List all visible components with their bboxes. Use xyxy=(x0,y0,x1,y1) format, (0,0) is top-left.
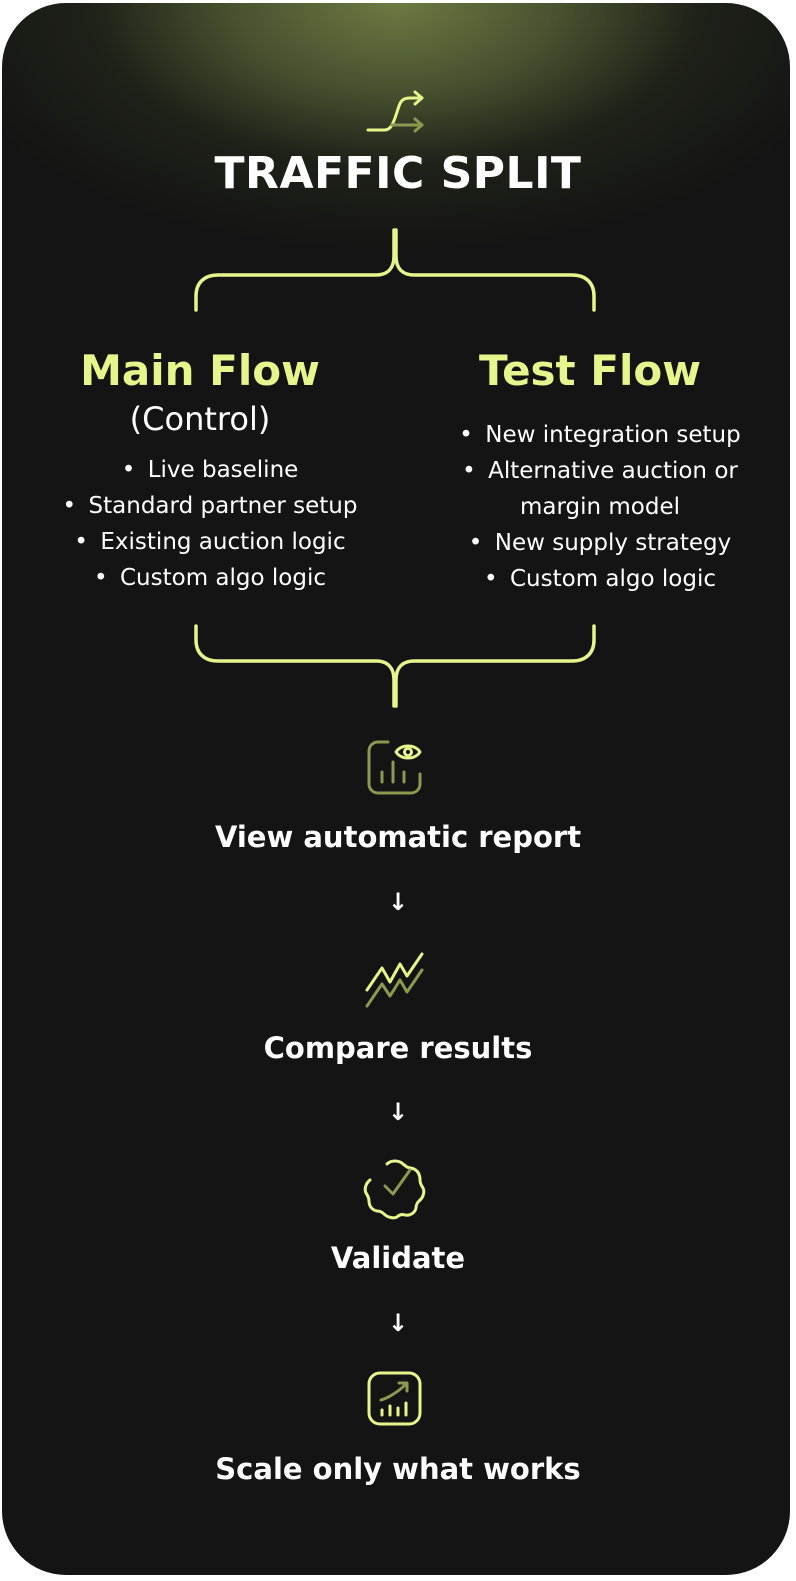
main-flow-subtitle: (Control) xyxy=(129,400,271,438)
compare-lines-icon xyxy=(365,952,424,1008)
step-label-validate: Validate xyxy=(330,1241,466,1275)
bullet-icon: • xyxy=(121,457,136,483)
split-arrow-icon xyxy=(366,90,424,133)
bullet-icon: • xyxy=(459,422,473,448)
report-eye-icon xyxy=(367,740,422,795)
main-flow-list: •Live baseline •Standard partner setup •… xyxy=(20,452,400,596)
bullet-icon: • xyxy=(62,493,77,519)
test-flow-title: Test Flow xyxy=(479,346,701,395)
arrow-down-icon: ↓ xyxy=(387,888,409,916)
step-label-scale: Scale only what works xyxy=(215,1452,581,1486)
test-flow-list: •New integration setup •Alternative auct… xyxy=(410,417,790,597)
bullet-icon: • xyxy=(468,530,483,556)
list-item: •Custom algo logic xyxy=(410,561,790,597)
split-brace-top xyxy=(194,228,596,312)
verified-badge-icon xyxy=(363,1159,426,1220)
list-item: •New integration setup xyxy=(410,417,790,453)
bullet-icon: • xyxy=(94,565,108,591)
list-item: margin model xyxy=(519,494,681,520)
bullet-icon: • xyxy=(462,458,476,484)
growth-chart-icon xyxy=(367,1371,422,1426)
step-label-compare: Compare results xyxy=(263,1031,533,1065)
main-flow-title: Main Flow xyxy=(80,346,320,395)
list-item: •Alternative auction or xyxy=(410,453,790,489)
list-item: •Standard partner setup xyxy=(20,488,400,524)
arrow-down-icon: ↓ xyxy=(387,1098,409,1126)
page-title: TRAFFIC SPLIT xyxy=(214,148,582,199)
list-item: •New supply strategy xyxy=(410,525,790,561)
bullet-icon: • xyxy=(74,529,88,555)
list-item: •Live baseline xyxy=(20,452,400,488)
merge-brace-bottom xyxy=(194,624,596,708)
list-item: •Existing auction logic xyxy=(20,524,400,560)
step-label-report: View automatic report xyxy=(214,820,582,854)
list-item: •Custom algo logic xyxy=(20,560,400,596)
arrow-down-icon: ↓ xyxy=(387,1309,409,1337)
bullet-icon: • xyxy=(484,566,498,592)
